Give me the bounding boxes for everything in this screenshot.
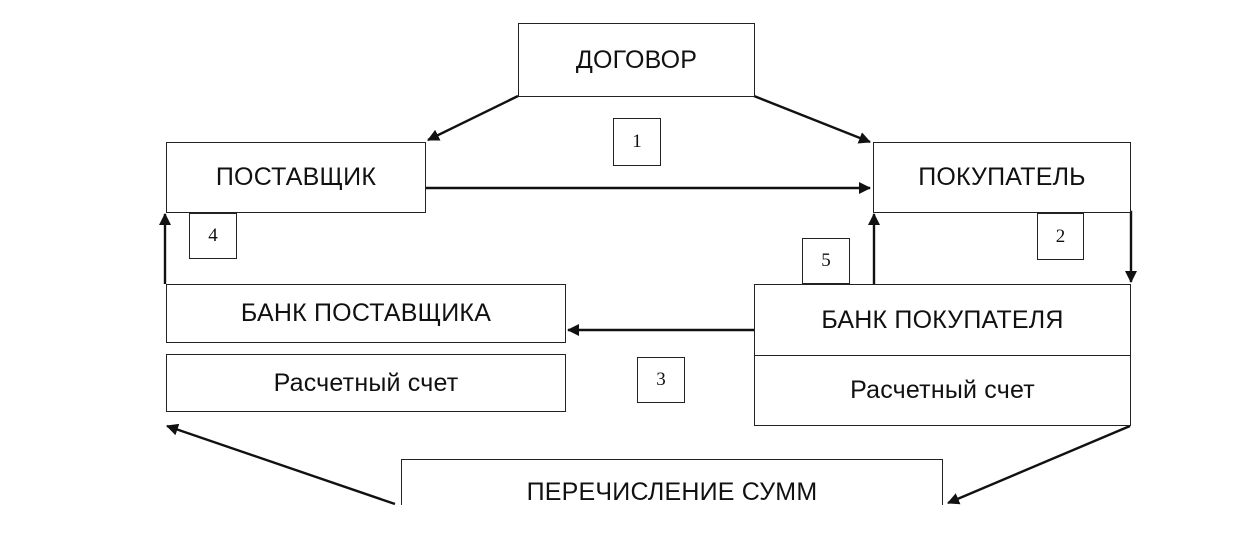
arrow-contract-to-supplier xyxy=(427,94,519,142)
step-1-label: 1 xyxy=(632,131,642,152)
step-1-badge: 1 xyxy=(613,118,661,166)
step-2-badge: 2 xyxy=(1037,213,1084,260)
arrow-buyer-to-buyer-bank xyxy=(1125,210,1137,283)
supplier-account-box: Расчетный счет xyxy=(166,354,566,412)
transfer-label: ПЕРЕЧИСЛЕНИЕ СУММ xyxy=(526,478,818,506)
arrow-account-to-transfer xyxy=(947,424,1131,505)
buyer-bank-label: БАНК ПОКУПАТЕЛЯ xyxy=(821,305,1064,334)
step-2-label: 2 xyxy=(1055,225,1066,247)
step-3-badge: 3 xyxy=(637,357,685,403)
buyer-box: ПОКУПАТЕЛЬ xyxy=(873,142,1131,213)
contract-label: ДОГОВОР xyxy=(575,45,698,74)
arrow-contract-to-buyer xyxy=(753,94,871,144)
buyer-account-box: Расчетный счет xyxy=(754,355,1131,426)
supplier-bank-box: БАНК ПОСТАВЩИКА xyxy=(166,284,566,343)
buyer-label: ПОКУПАТЕЛЬ xyxy=(918,163,1086,191)
step-5-badge: 5 xyxy=(802,238,850,284)
contract-box: ДОГОВОР xyxy=(518,23,755,97)
buyer-account-label: Расчетный счет xyxy=(850,376,1035,404)
supplier-account-label: Расчетный счет xyxy=(273,368,459,397)
supplier-bank-label: БАНК ПОСТАВЩИКА xyxy=(240,299,492,327)
image-crop-edge xyxy=(0,505,1253,533)
step-5-label: 5 xyxy=(821,250,831,271)
step-4-badge: 4 xyxy=(189,213,237,259)
supplier-label: ПОСТАВЩИК xyxy=(215,163,377,191)
step-4-label: 4 xyxy=(208,225,218,246)
supplier-box: ПОСТАВЩИК xyxy=(166,142,426,213)
step-3-label: 3 xyxy=(656,369,666,390)
arrow-transfer-to-account xyxy=(166,423,396,506)
buyer-bank-box: БАНК ПОКУПАТЕЛЯ xyxy=(754,284,1131,356)
